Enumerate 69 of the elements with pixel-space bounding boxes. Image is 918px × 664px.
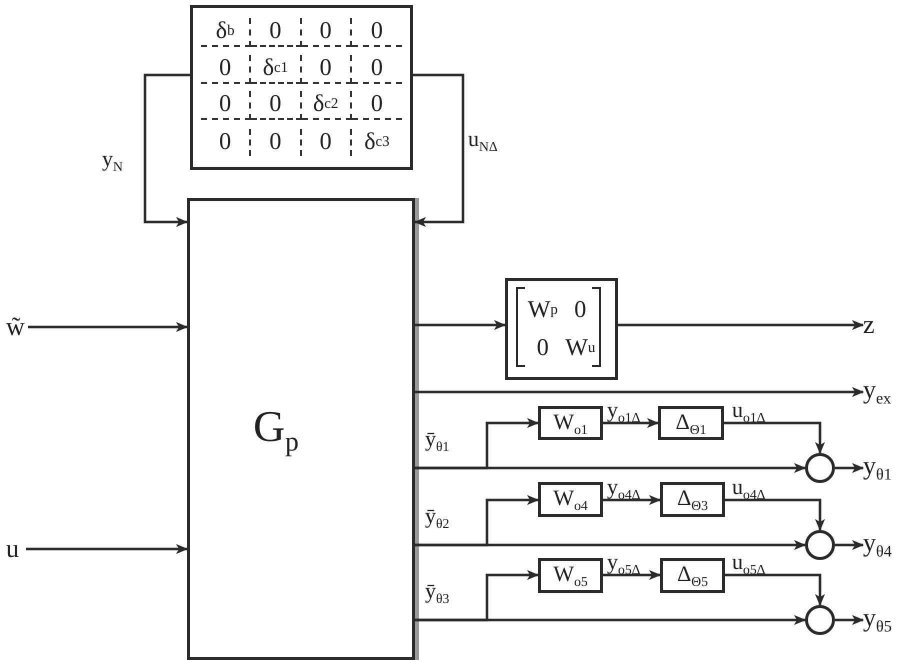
matrix-entry: 0 bbox=[251, 91, 302, 120]
arrow bbox=[415, 463, 806, 473]
matrix-entry: 0 bbox=[201, 54, 252, 84]
matrix-entry: 0 bbox=[302, 18, 352, 47]
weight-block bbox=[538, 406, 603, 440]
matrix-entry: 0 bbox=[352, 54, 402, 84]
weight-matrix-box bbox=[505, 278, 618, 380]
edge-label: y$_{o4Δ}$ bbox=[607, 476, 640, 502]
uncertainty-block bbox=[658, 406, 724, 440]
matrix-entry: 0 bbox=[302, 54, 352, 84]
matrix-entry: 0 bbox=[251, 18, 302, 47]
arrow bbox=[603, 495, 661, 505]
block-label: W$_{o4}$ bbox=[553, 485, 588, 514]
arrow bbox=[415, 615, 806, 625]
arrow bbox=[725, 498, 825, 531]
arrow bbox=[603, 418, 659, 428]
signal-name: y$_{θ5}$ bbox=[863, 603, 892, 637]
arrow bbox=[724, 422, 825, 454]
matrix-entry: 0 bbox=[201, 129, 252, 156]
uncertainty-matrix-box bbox=[190, 5, 413, 170]
weight-block bbox=[538, 482, 603, 517]
arrow bbox=[415, 320, 506, 330]
block-label: G$_{p}$ bbox=[253, 400, 299, 458]
arrow bbox=[28, 322, 188, 332]
edge-label: u$_{NΔ}$ bbox=[468, 128, 498, 154]
edge-label: y$_{o1Δ}$ bbox=[607, 399, 640, 424]
summing-junction bbox=[805, 605, 835, 635]
signal-name: y$_{θ1}$ bbox=[863, 451, 892, 485]
arrow bbox=[618, 320, 864, 330]
edge-label: ȳ$_{θ2}$ bbox=[425, 505, 450, 530]
signal-name: y$_{ex}$ bbox=[863, 375, 892, 409]
edge-label: y$_{o5Δ}$ bbox=[607, 551, 640, 576]
edge-label: u$_{o4Δ}$ bbox=[732, 476, 766, 502]
arrow bbox=[725, 574, 825, 606]
matrix-entry: 0 bbox=[201, 91, 252, 120]
uncertainty-block bbox=[660, 482, 725, 517]
signal-name: y$_{θ4}$ bbox=[863, 528, 892, 562]
matrix-entry: 0 bbox=[573, 296, 588, 324]
block-label: Δ$_{Θ5}$ bbox=[677, 561, 708, 590]
summing-junction bbox=[805, 530, 835, 560]
signal-name: u bbox=[6, 534, 19, 564]
arrow bbox=[26, 544, 188, 554]
arrow bbox=[835, 615, 864, 625]
arrow bbox=[415, 387, 864, 397]
block-label: Δ$_{Θ3}$ bbox=[677, 485, 708, 514]
matrix-entry: 0 bbox=[352, 91, 402, 120]
matrix-entry: 0 bbox=[251, 129, 302, 156]
uncertainty-block bbox=[660, 558, 725, 593]
weight-block bbox=[538, 558, 603, 593]
arrow bbox=[835, 463, 864, 473]
block-label: Δ$_{Θ1}$ bbox=[676, 408, 706, 438]
arrow bbox=[835, 540, 864, 550]
arrow bbox=[413, 74, 464, 227]
matrix-entry: 0 bbox=[352, 18, 402, 47]
summing-junction bbox=[805, 453, 835, 483]
matrix-entry: 0 bbox=[536, 334, 550, 362]
signal-name: z bbox=[863, 310, 875, 340]
signal-name: w̃ bbox=[6, 312, 25, 342]
edge-label: u$_{o1Δ}$ bbox=[732, 399, 766, 424]
arrow bbox=[603, 570, 661, 580]
matrix-entry: 0 bbox=[302, 129, 352, 156]
block-label: W$_{o5}$ bbox=[553, 561, 588, 590]
arrow bbox=[144, 74, 190, 227]
edge-label: y$_{N}$ bbox=[102, 148, 123, 174]
edge-label: ȳ$_{θ3}$ bbox=[425, 580, 450, 606]
block-label: W$_{o1}$ bbox=[553, 408, 588, 438]
edge-label: ȳ$_{θ1}$ bbox=[425, 428, 450, 454]
edge-label: u$_{o5Δ}$ bbox=[732, 551, 766, 576]
arrow bbox=[415, 540, 806, 550]
